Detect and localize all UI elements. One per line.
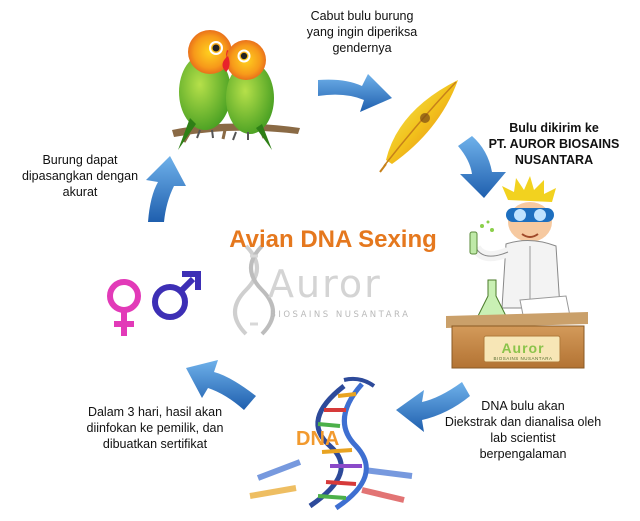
lab-sign-wordmark: Auror — [501, 340, 545, 356]
dna-label: DNA — [296, 428, 340, 450]
step-send-line-2: PT. AUROR BIOSAINS — [488, 137, 620, 151]
arrow-to-scientist — [458, 136, 506, 198]
auror-logo-mark — [233, 244, 275, 336]
step-extract-line-2: Diekstrak dan dianalisa oleh — [444, 415, 602, 429]
step-pluck-line-2: yang ingin diperiksa — [306, 25, 418, 39]
step-pluck-caption: Cabut bulu burung yang ingin diperiksa g… — [292, 8, 432, 56]
step-send-line-3: NUSANTARA — [514, 153, 594, 167]
step-pluck-line-3: gendernya — [332, 41, 392, 55]
step-pair-caption: Burung dapat dipasangkan dengan akurat — [10, 152, 150, 200]
male-symbol-icon — [152, 271, 201, 320]
step-pair-line-3: akurat — [62, 185, 98, 199]
step-pluck-line-1: Cabut bulu burung — [310, 9, 414, 23]
feather-icon — [379, 80, 458, 173]
step-result-caption: Dalam 3 hari, hasil akan diinfokan ke pe… — [70, 404, 240, 452]
dna-helix-illustration — [249, 376, 413, 511]
step-result-line-2: diinfokan ke pemilik, dan — [86, 421, 224, 435]
logo-tagline: BIOSAINS NUSANTARA — [270, 310, 411, 320]
arrow-to-dna — [396, 382, 470, 432]
step-extract-line-4: berpengalaman — [479, 447, 567, 461]
step-pair-line-1: Burung dapat — [42, 153, 118, 167]
arrow-to-symbols — [186, 360, 256, 410]
step-send-caption: Bulu dikirim ke PT. AUROR BIOSAINS NUSAN… — [480, 120, 628, 168]
scientist-illustration — [446, 176, 588, 369]
step-extract-line-3: lab scientist — [490, 431, 556, 445]
diagram-title: Avian DNA Sexing — [229, 226, 437, 253]
step-extract-line-1: DNA bulu akan — [481, 399, 565, 413]
lovebirds-illustration — [172, 30, 300, 150]
step-result-line-3: dibuatkan sertifikat — [102, 437, 208, 451]
step-send-line-1: Bulu dikirim ke — [509, 121, 599, 135]
logo-wordmark: Auror — [268, 262, 382, 306]
lab-sign-tagline: BIOSAINS NUSANTARA — [493, 356, 553, 361]
step-result-line-1: Dalam 3 hari, hasil akan — [87, 405, 223, 419]
arrow-to-birds — [146, 156, 186, 222]
arrow-to-feather — [318, 74, 392, 112]
step-pair-line-2: dipasangkan dengan — [21, 169, 139, 183]
step-extract-caption: DNA bulu akan Diekstrak dan dianalisa ol… — [438, 398, 608, 462]
female-symbol-icon — [107, 279, 141, 336]
